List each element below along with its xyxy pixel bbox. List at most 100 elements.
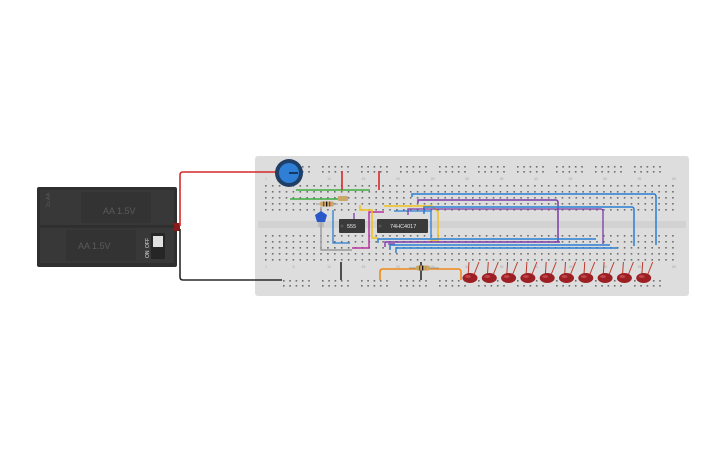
breadboard-hole[interactable] xyxy=(517,285,519,287)
breadboard-hole[interactable] xyxy=(506,259,509,261)
breadboard-hole[interactable] xyxy=(285,209,288,211)
breadboard-hole[interactable] xyxy=(444,197,446,199)
breadboard-hole[interactable] xyxy=(347,197,350,199)
breadboard[interactable]: 1155101015152020252530303535404045455050… xyxy=(255,156,689,296)
breadboard-hole[interactable] xyxy=(574,171,577,173)
breadboard-hole[interactable] xyxy=(561,191,564,193)
breadboard-hole[interactable] xyxy=(665,241,667,243)
breadboard-hole[interactable] xyxy=(444,191,446,193)
breadboard-hole[interactable] xyxy=(340,191,343,193)
breadboard-hole[interactable] xyxy=(513,185,515,187)
breadboard-hole[interactable] xyxy=(379,280,382,282)
power-switch-knob[interactable] xyxy=(153,236,163,247)
breadboard-hole[interactable] xyxy=(616,209,619,211)
breadboard-hole[interactable] xyxy=(596,191,598,193)
breadboard-hole[interactable] xyxy=(529,285,532,287)
breadboard-hole[interactable] xyxy=(368,185,371,187)
breadboard-hole[interactable] xyxy=(582,209,584,211)
breadboard-hole[interactable] xyxy=(568,259,571,261)
breadboard-hole[interactable] xyxy=(603,241,605,243)
breadboard-hole[interactable] xyxy=(334,253,336,255)
breadboard-hole[interactable] xyxy=(616,197,619,199)
breadboard-hole[interactable] xyxy=(299,247,302,249)
breadboard-hole[interactable] xyxy=(375,191,377,193)
breadboard-hole[interactable] xyxy=(547,209,550,211)
breadboard-hole[interactable] xyxy=(347,166,349,168)
breadboard-hole[interactable] xyxy=(613,166,616,168)
breadboard-hole[interactable] xyxy=(265,253,267,255)
breadboard-hole[interactable] xyxy=(610,191,612,193)
breadboard-hole[interactable] xyxy=(658,235,660,237)
breadboard-hole[interactable] xyxy=(534,253,536,255)
breadboard-hole[interactable] xyxy=(458,203,460,205)
breadboard-hole[interactable] xyxy=(320,253,322,255)
breadboard-hole[interactable] xyxy=(278,253,281,255)
breadboard-hole[interactable] xyxy=(644,197,647,199)
breadboard-hole[interactable] xyxy=(652,166,655,168)
breadboard-hole[interactable] xyxy=(535,280,538,282)
breadboard-hole[interactable] xyxy=(554,191,557,193)
breadboard-hole[interactable] xyxy=(320,259,322,261)
led-3[interactable] xyxy=(501,261,519,283)
breadboard-hole[interactable] xyxy=(285,241,288,243)
breadboard-hole[interactable] xyxy=(527,191,529,193)
breadboard-hole[interactable] xyxy=(306,235,308,237)
breadboard-hole[interactable] xyxy=(603,191,605,193)
breadboard-hole[interactable] xyxy=(406,171,408,173)
breadboard-hole[interactable] xyxy=(328,280,330,282)
breadboard-hole[interactable] xyxy=(265,203,267,205)
breadboard-hole[interactable] xyxy=(485,253,488,255)
jumper-wires[interactable] xyxy=(290,171,657,280)
breadboard-hole[interactable] xyxy=(451,191,453,193)
breadboard-hole[interactable] xyxy=(306,185,308,187)
breadboard-hole[interactable] xyxy=(644,253,647,255)
breadboard-hole[interactable] xyxy=(478,253,481,255)
breadboard-hole[interactable] xyxy=(403,209,405,211)
breadboard-hole[interactable] xyxy=(616,203,619,205)
breadboard-hole[interactable] xyxy=(271,259,274,261)
breadboard-hole[interactable] xyxy=(283,280,285,282)
breadboard-hole[interactable] xyxy=(484,166,486,168)
breadboard-hole[interactable] xyxy=(613,285,616,287)
breadboard-hole[interactable] xyxy=(637,209,640,211)
breadboard-hole[interactable] xyxy=(313,209,315,211)
breadboard-hole[interactable] xyxy=(589,253,591,255)
breadboard-hole[interactable] xyxy=(589,259,591,261)
breadboard-hole[interactable] xyxy=(292,247,295,249)
breadboard-hole[interactable] xyxy=(386,171,388,173)
breadboard-hole[interactable] xyxy=(568,197,571,199)
breadboard-hole[interactable] xyxy=(630,253,633,255)
wire-yellow-clock[interactable] xyxy=(359,205,378,239)
breadboard-hole[interactable] xyxy=(292,235,295,237)
breadboard-hole[interactable] xyxy=(375,241,377,243)
breadboard-hole[interactable] xyxy=(492,253,495,255)
breadboard-hole[interactable] xyxy=(299,253,302,255)
breadboard-hole[interactable] xyxy=(665,259,667,261)
breadboard-hole[interactable] xyxy=(465,197,467,199)
breadboard-hole[interactable] xyxy=(637,185,640,187)
breadboard-hole[interactable] xyxy=(630,203,633,205)
breadboard-hole[interactable] xyxy=(478,209,481,211)
breadboard-hole[interactable] xyxy=(265,209,267,211)
breadboard-hole[interactable] xyxy=(672,191,674,193)
breadboard-hole[interactable] xyxy=(646,285,649,287)
breadboard-hole[interactable] xyxy=(651,191,653,193)
breadboard-hole[interactable] xyxy=(620,166,622,168)
breadboard-hole[interactable] xyxy=(386,280,388,282)
breadboard-hole[interactable] xyxy=(283,285,285,287)
breadboard-hole[interactable] xyxy=(561,259,564,261)
breadboard-hole[interactable] xyxy=(637,203,640,205)
breadboard-hole[interactable] xyxy=(278,247,281,249)
breadboard-hole[interactable] xyxy=(457,280,460,282)
breadboard-hole[interactable] xyxy=(658,259,660,261)
breadboard-hole[interactable] xyxy=(613,280,616,282)
breadboard-hole[interactable] xyxy=(561,209,564,211)
breadboard-hole[interactable] xyxy=(582,185,584,187)
breadboard-hole[interactable] xyxy=(347,285,349,287)
breadboard-hole[interactable] xyxy=(439,280,441,282)
breadboard-hole[interactable] xyxy=(306,191,308,193)
breadboard-hole[interactable] xyxy=(527,253,529,255)
breadboard-hole[interactable] xyxy=(616,241,619,243)
breadboard-hole[interactable] xyxy=(320,185,322,187)
breadboard-hole[interactable] xyxy=(465,185,467,187)
